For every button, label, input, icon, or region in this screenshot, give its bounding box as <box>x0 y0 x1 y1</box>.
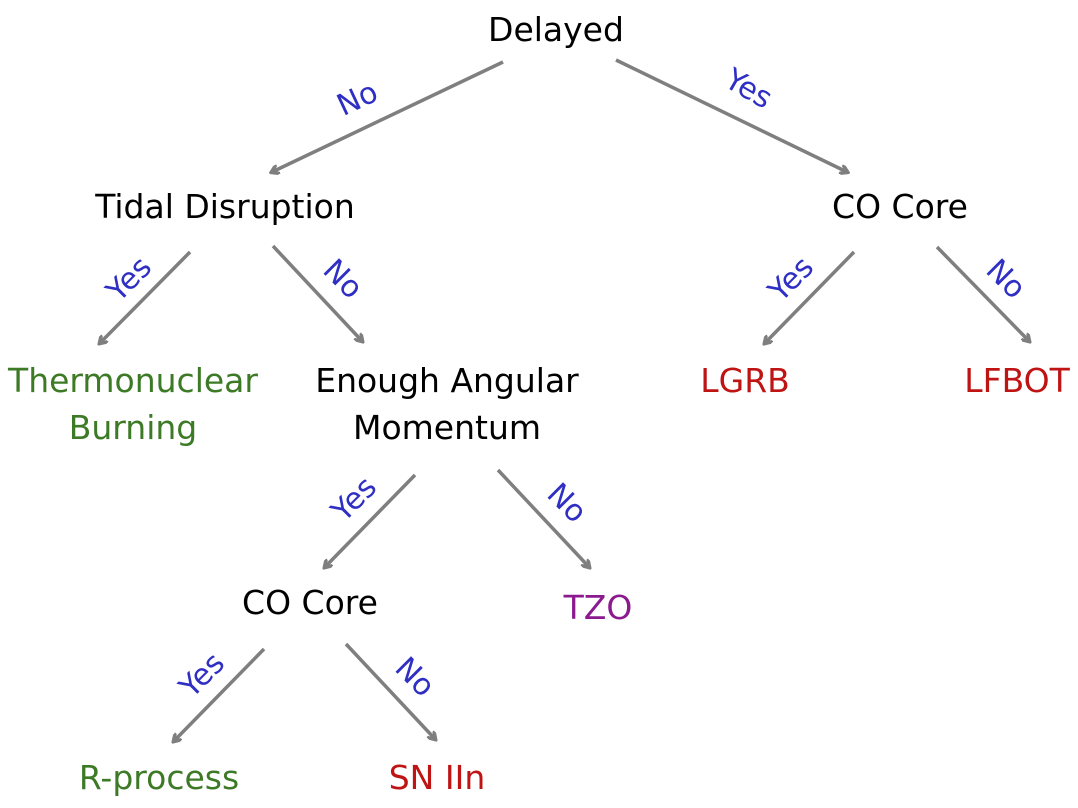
node-delayed: Delayed <box>488 10 624 49</box>
edge-arrow-co_core_right-to-lgrb <box>765 250 856 343</box>
node-label-line: CO Core <box>832 187 968 226</box>
edge-arrow-delayed-to-tidal_disruption <box>272 60 504 172</box>
node-label-line: LFBOT <box>964 361 1070 400</box>
edge-arrow-enough_angular_momentum-to-co_core_left <box>325 473 417 567</box>
edge-arrow-tidal_disruption-to-thermonuclear_burning <box>100 250 192 343</box>
node-label-line: Enough Angular <box>315 361 579 400</box>
node-co-core-left: CO Core <box>242 583 378 622</box>
edge-arrow-tidal_disruption-to-enough_angular_momentum <box>271 244 362 341</box>
node-label-line: Thermonuclear <box>7 361 258 400</box>
edge-arrow-co_core_right-to-lfbot <box>935 245 1029 341</box>
node-lgrb: LGRB <box>700 361 790 400</box>
edge-label-yes: Yes <box>718 61 778 116</box>
edge-arrow-enough_angular_momentum-to-tzo <box>496 468 589 567</box>
node-label-line: TZO <box>563 588 633 627</box>
edge-label-yes: Yes <box>761 250 821 310</box>
node-label-line: LGRB <box>700 361 790 400</box>
node-tidal-disruption: Tidal Disruption <box>94 187 355 226</box>
node-label-line: Tidal Disruption <box>94 187 355 226</box>
edge-label-yes: Yes <box>172 646 232 706</box>
node-label-line: Momentum <box>353 408 541 447</box>
edge-arrow-delayed-to-co_core_right <box>615 58 847 172</box>
edge-label-yes: Yes <box>99 250 159 310</box>
edge-arrow-co_core_left-to-r_process <box>174 647 266 741</box>
edge-label-yes: Yes <box>324 470 384 530</box>
node-co-core-right: CO Core <box>832 187 968 226</box>
edge-arrow-co_core_left-to-sn_iin <box>344 642 435 739</box>
node-label-line: R-process <box>79 758 239 797</box>
node-r-process: R-process <box>79 758 239 797</box>
node-label-line: SN IIn <box>389 758 486 797</box>
node-tzo: TZO <box>563 588 633 627</box>
node-label-line: CO Core <box>242 583 378 622</box>
node-label-line: Burning <box>69 408 198 447</box>
node-lfbot: LFBOT <box>964 361 1070 400</box>
edge-label-no: No <box>332 75 384 124</box>
node-sn-iin: SN IIn <box>389 758 486 797</box>
node-label-line: Delayed <box>488 10 624 49</box>
